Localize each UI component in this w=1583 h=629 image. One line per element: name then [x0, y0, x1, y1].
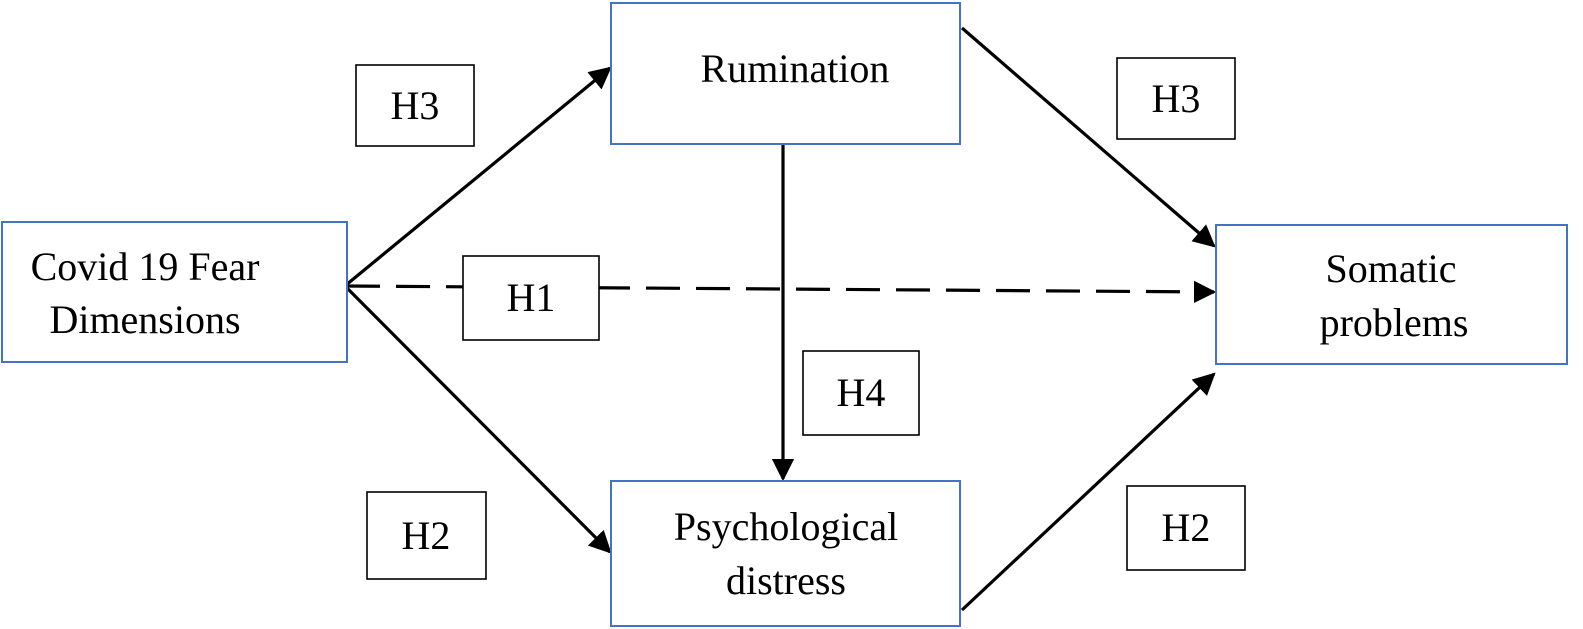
- node-covid-fear-dimensions: Covid 19 Fear Dimensions: [1, 221, 348, 363]
- node-label-line2: problems: [1320, 300, 1469, 345]
- hypothesis-label-fear-somatic: H1: [462, 255, 600, 341]
- node-label-line2: distress: [726, 558, 846, 603]
- arrow-distress-to-somatic: [960, 372, 1216, 612]
- hypothesis-label-distress-somatic: H2: [1126, 485, 1246, 571]
- hypothesis-label-rumination-distress: H4: [802, 350, 920, 436]
- hypothesis-text: H2: [1162, 505, 1211, 550]
- arrow-rumination-to-somatic: [960, 26, 1216, 248]
- node-rumination: Rumination: [610, 2, 961, 145]
- node-label-line2: Dimensions: [49, 297, 240, 342]
- arrow-fear-to-rumination: [344, 66, 612, 287]
- hypothesis-text: H1: [507, 275, 556, 320]
- node-label-line1: Psychological: [674, 504, 898, 549]
- hypothesis-text: H3: [391, 83, 440, 128]
- hypothesis-text: H2: [402, 513, 451, 558]
- node-psychological-distress: Psychological distress: [610, 480, 961, 627]
- node-somatic-problems: Somatic problems: [1215, 224, 1568, 365]
- hypothesis-label-fear-distress: H2: [366, 491, 487, 580]
- node-label-line1: Covid 19 Fear: [31, 244, 260, 289]
- hypothesis-label-rumination-somatic: H3: [1116, 57, 1236, 140]
- node-label: Rumination: [701, 46, 890, 91]
- node-label-line1: Somatic: [1325, 246, 1456, 291]
- hypothesis-label-fear-rumination: H3: [355, 64, 475, 147]
- arrow-fear-to-somatic: [345, 280, 1217, 304]
- hypothesis-text: H4: [837, 370, 886, 415]
- arrow-fear-to-distress: [344, 285, 612, 554]
- hypothesis-text: H3: [1152, 76, 1201, 121]
